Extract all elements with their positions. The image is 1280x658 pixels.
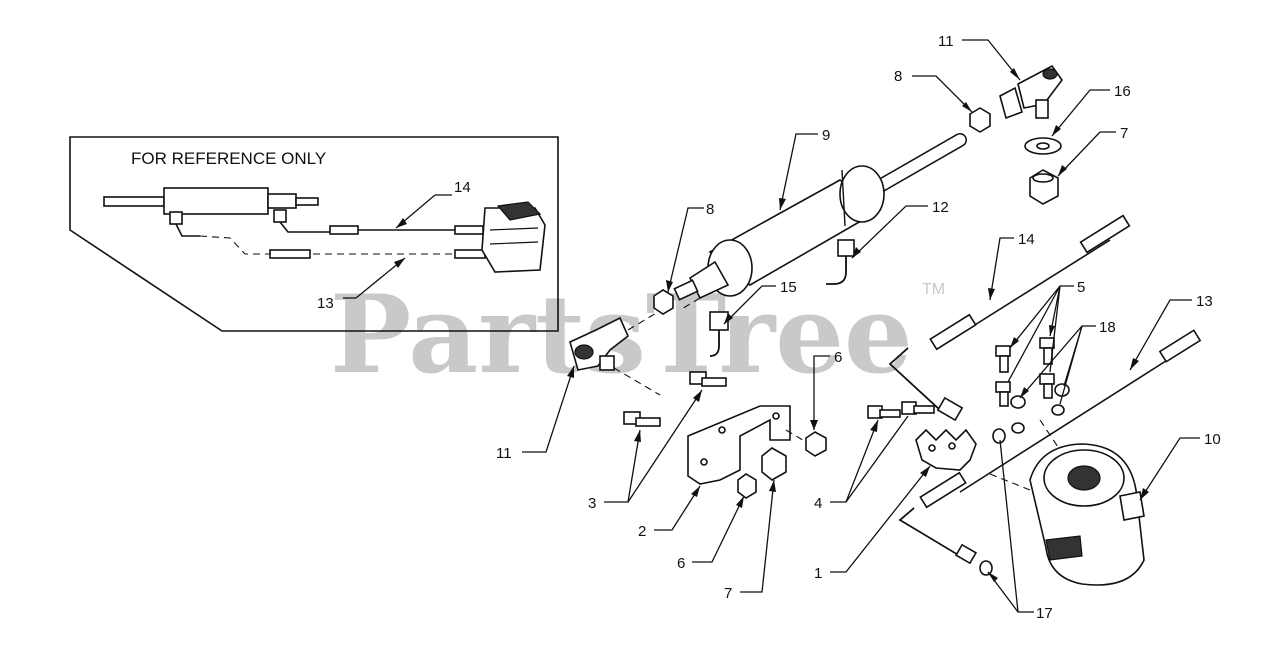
washer-16 <box>1024 137 1062 155</box>
ref-callout-14: 14 <box>454 179 471 196</box>
callout-17: 17 <box>1036 605 1053 622</box>
callout-7-bottom: 7 <box>724 585 732 602</box>
callout-12: 12 <box>932 199 949 216</box>
callout-6-bottom: 6 <box>677 555 685 572</box>
callout-13: 13 <box>1196 293 1213 310</box>
jam-nut-8-top <box>969 107 991 133</box>
callout-8-top: 8 <box>894 68 902 85</box>
callout-3: 3 <box>588 495 596 512</box>
jam-nut-8-left <box>653 289 674 315</box>
hydraulic-hose-14 <box>888 214 1131 422</box>
watermark-trademark: TM <box>922 281 945 298</box>
nut-6-right <box>785 429 827 457</box>
callout-10: 10 <box>1204 431 1221 448</box>
reference-box: FOR REFERENCE ONLY 14 13 <box>69 136 559 332</box>
nut-7-top <box>1029 169 1059 205</box>
callout-18: 18 <box>1099 319 1116 336</box>
callout-1: 1 <box>814 565 822 582</box>
callout-16: 16 <box>1114 83 1131 100</box>
leader-lines <box>522 39 1200 613</box>
callout-11-left: 11 <box>496 445 512 462</box>
hydraulic-cylinder <box>673 133 967 311</box>
steering-control-unit <box>989 419 1145 586</box>
callout-labels: 11 8 16 7 9 8 12 15 14 5 13 18 6 11 3 2 … <box>496 33 1221 622</box>
bolts-4 <box>867 401 935 419</box>
tie-rod-end-left <box>569 305 669 396</box>
bolt-3-left <box>623 411 661 427</box>
washers-18 <box>1010 383 1070 416</box>
callout-6-right: 6 <box>834 349 842 366</box>
hydraulic-hose-13 <box>898 329 1202 565</box>
tie-rod-end-top <box>999 64 1063 120</box>
callout-7-top: 7 <box>1120 125 1128 142</box>
nut-7-bracket <box>761 447 787 481</box>
steering-plate <box>915 428 977 471</box>
bolt-3-right <box>689 371 727 387</box>
bolts-5 <box>995 337 1055 407</box>
callout-9: 9 <box>822 127 830 144</box>
callout-4: 4 <box>814 495 822 512</box>
callout-11-top: 11 <box>938 33 954 50</box>
reference-box-title: FOR REFERENCE ONLY <box>131 149 326 168</box>
callout-2: 2 <box>638 523 646 540</box>
elbow-fitting-12 <box>826 239 855 285</box>
callout-14: 14 <box>1018 231 1035 248</box>
nut-6-bracket <box>737 473 757 499</box>
callout-15: 15 <box>780 279 797 296</box>
callout-5: 5 <box>1077 279 1085 296</box>
callout-8-left: 8 <box>706 201 714 218</box>
mounting-bracket <box>687 405 791 485</box>
ref-callout-13: 13 <box>317 295 334 312</box>
o-rings-17 <box>979 422 1025 576</box>
